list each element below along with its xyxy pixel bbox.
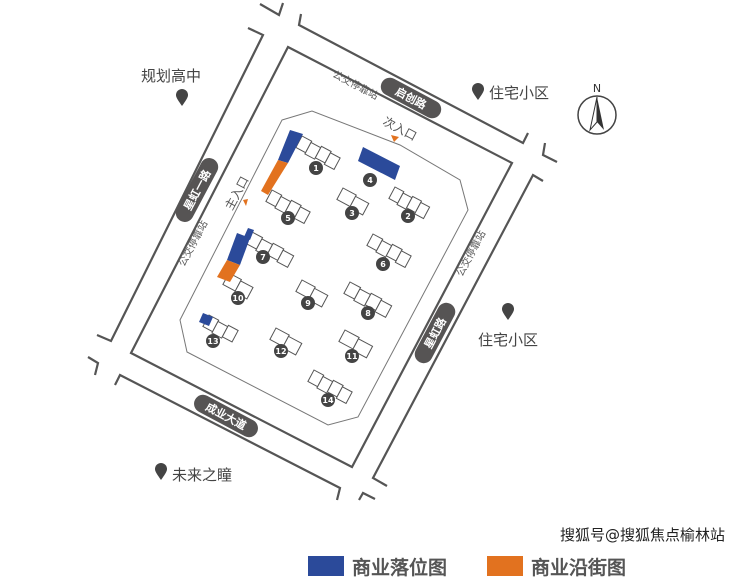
residential-building [265,189,311,225]
place-label-school: 规划高中 [141,67,201,85]
commercial-street-strip [217,260,240,282]
building-unit [323,152,341,171]
building-unit [293,206,311,225]
legend-swatch-street [487,556,523,576]
building-number: 12 [275,347,286,356]
residential-building [245,231,295,269]
building-number-badge [321,393,335,407]
legend-label-placement: 商业落位图 [352,556,447,579]
building-unit [414,201,431,220]
watermark: 搜狐号@搜狐焦点榆林站 [560,526,725,544]
site-boundary [129,45,514,469]
main-entrance-label: 主入口 [222,174,251,212]
building-number: 14 [322,396,334,405]
residential-building [307,369,353,405]
location-pin-icon [155,463,167,480]
road-edge [541,142,558,163]
commercial-building-4 [358,147,400,180]
building-number: 11 [346,352,358,361]
building-number-badge [281,211,295,225]
residential-building [366,233,412,269]
road-label-east: 星虹路 [414,302,456,364]
building-number-badge [361,306,375,320]
buildings [202,135,431,405]
location-pin-icon [176,89,188,106]
commercial-street-strip [261,160,288,195]
building-unit [221,324,239,343]
building-number-badge [301,296,315,310]
commercial-placement-strip [227,233,250,265]
location-pin-icon [472,83,484,100]
building-number: 8 [365,309,371,318]
main-entrance-marker-icon [243,199,248,206]
building-number: 5 [285,214,291,223]
secondary-entrance-marker-icon [391,135,399,142]
building-number: 6 [380,260,386,269]
building-number-badge [345,349,359,363]
building-number: 7 [260,253,266,262]
bus-stop-label: 公交停靠站 [175,218,210,268]
location-pin-icon [502,303,514,320]
building-unit [374,299,393,319]
building-number: 1 [313,164,319,173]
building-number-badge [274,344,288,358]
building-number-badge [256,250,270,264]
residential-building [338,329,374,359]
place-label-residential-ne: 住宅小区 [489,84,549,102]
legend-swatch-placement [308,556,344,576]
road-edge [87,356,100,376]
building-number-badge [376,257,390,271]
building-unit [335,386,353,405]
place-label-future-eye: 未来之瞳 [172,466,232,484]
road-edge [96,27,265,343]
residential-building [388,186,431,220]
commercial-placement-strip [199,313,213,326]
building-number-badge [345,206,359,220]
building-number-badge [401,209,415,223]
road-edge [114,373,342,501]
building-number: 4 [367,176,373,185]
compass-north-label: N [593,82,601,95]
road-edge [259,2,285,17]
road-edge [358,491,376,501]
bus-stop-label: 公交停靠站 [331,67,381,102]
place-label-residential-e: 住宅小区 [478,331,538,349]
building-unit [276,249,295,269]
building-number: 2 [405,212,411,221]
residential-building [295,279,329,308]
residential-building [343,281,393,319]
building-unit [394,250,412,269]
road-edge [371,173,544,487]
commercial-placement-strip [278,130,303,163]
building-unit [351,338,374,359]
building-number-badge [206,334,220,348]
inner-boundary [179,110,469,426]
building-number: 13 [207,337,218,346]
road-edge [297,13,529,145]
building-number: 10 [232,294,244,303]
building-number: 3 [349,209,355,218]
building-number-badge [231,291,245,305]
north-compass-icon: N [577,82,617,135]
building-number: 9 [305,299,311,308]
secondary-entrance-label: 次入口 [381,114,419,143]
building-number-badge [363,173,377,187]
legend-label-street: 商业沿街图 [531,556,626,579]
residential-building [295,135,341,171]
building-number-badge [309,161,323,175]
